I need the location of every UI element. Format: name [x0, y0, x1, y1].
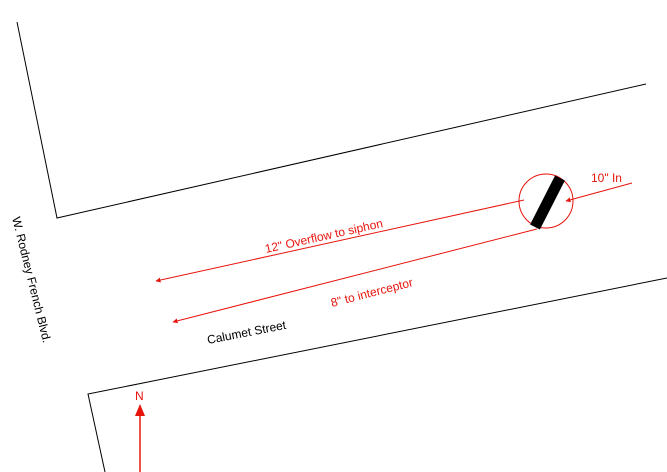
upper-block-outline: [16, 21, 647, 219]
inflow-label: 10" In: [591, 171, 622, 185]
interceptor-label: 8" to interceptor: [329, 275, 414, 310]
overflow-label: 12" Overflow to siphon: [264, 216, 385, 256]
street-label: Calumet Street: [206, 318, 288, 347]
manhole-structure-icon: [530, 175, 565, 230]
interceptor-arrow: [172, 228, 538, 324]
overflow-arrow: [155, 199, 525, 283]
lower-block-outline: [87, 277, 667, 472]
north-arrow-icon: [135, 404, 145, 472]
inflow-arrow: [565, 182, 633, 203]
north-label: N: [135, 389, 144, 403]
boulevard-label: W. Rodney French Blvd.: [9, 215, 54, 344]
